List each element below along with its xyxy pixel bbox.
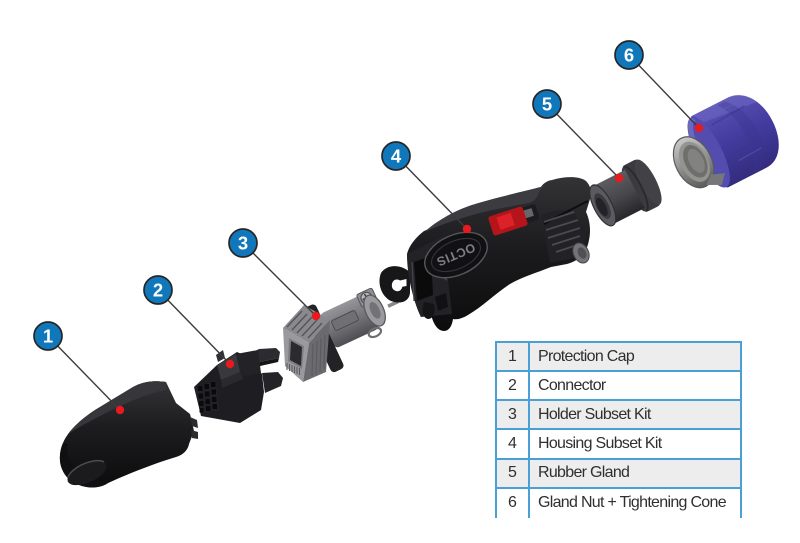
svg-text:3: 3	[238, 233, 248, 254]
svg-text:5: 5	[542, 94, 552, 115]
svg-text:2: 2	[153, 280, 163, 301]
svg-text:1: 1	[43, 326, 53, 347]
svg-text:6: 6	[624, 45, 634, 66]
svg-text:4: 4	[391, 146, 402, 167]
